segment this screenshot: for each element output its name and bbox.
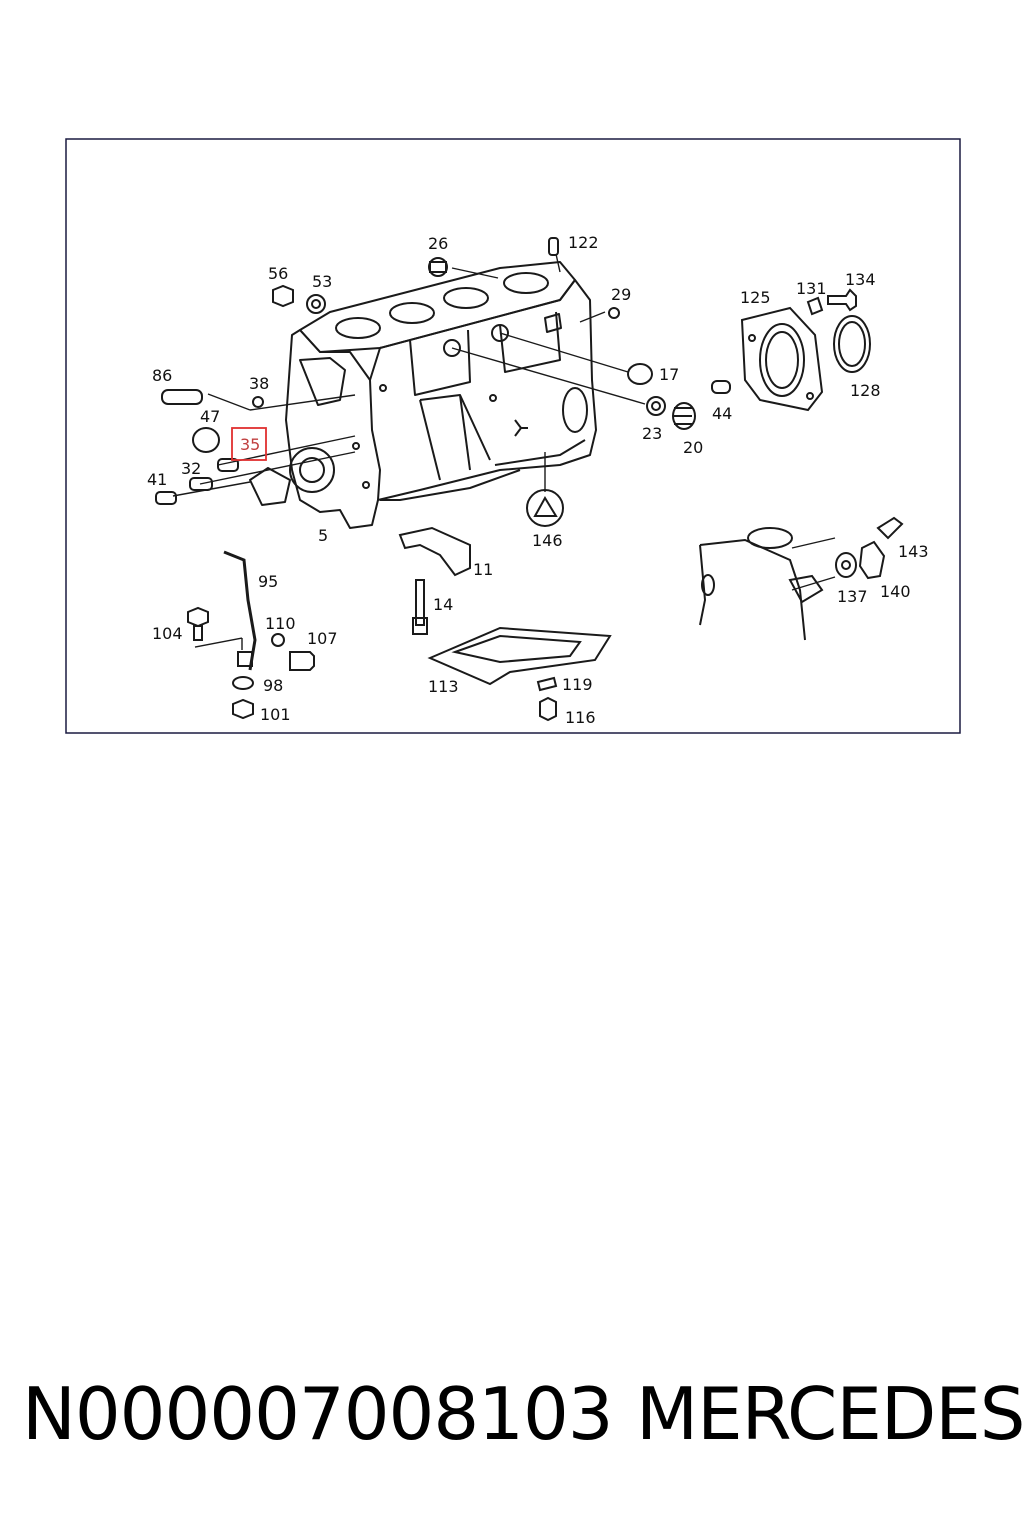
callout-23: 23	[642, 424, 662, 443]
callout-26: 26	[428, 234, 448, 253]
callout-56: 56	[268, 264, 288, 283]
callout-14: 14	[433, 595, 453, 614]
callout-29: 29	[611, 285, 631, 304]
callout-95: 95	[258, 572, 278, 591]
callout-labels: 26 122 56 53 29 125 131 134 86 38 17 128…	[147, 233, 929, 727]
callout-41: 41	[147, 470, 167, 489]
callout-125: 125	[740, 288, 771, 307]
callout-140: 140	[880, 582, 911, 601]
callout-20: 20	[683, 438, 703, 457]
parts-diagram: 26 122 56 53 29 125 131 134 86 38 17 128…	[65, 138, 961, 734]
callout-53: 53	[312, 272, 332, 291]
part-number: N000007008103	[22, 1372, 614, 1456]
callout-116: 116	[565, 708, 596, 727]
callout-11: 11	[473, 560, 493, 579]
callout-113: 113	[428, 677, 459, 696]
callout-104: 104	[152, 624, 183, 643]
callout-17: 17	[659, 365, 679, 384]
caption-bar: N000007008103 MERCEDES	[0, 1372, 1024, 1482]
callout-5: 5	[318, 526, 328, 545]
callout-47: 47	[200, 407, 220, 426]
callout-119: 119	[562, 675, 593, 694]
callout-137: 137	[837, 587, 868, 606]
callout-101: 101	[260, 705, 291, 724]
callout-143: 143	[898, 542, 929, 561]
callout-131: 131	[796, 279, 827, 298]
callout-107: 107	[307, 629, 338, 648]
callout-98: 98	[263, 676, 283, 695]
callout-128: 128	[850, 381, 881, 400]
diagram-frame	[65, 138, 961, 734]
small-parts	[155, 237, 904, 722]
callout-32: 32	[181, 459, 201, 478]
callout-110: 110	[265, 614, 296, 633]
engine-block	[249, 261, 597, 529]
callout-44: 44	[712, 404, 732, 423]
highlight-box-35	[231, 427, 267, 461]
callout-86: 86	[152, 366, 172, 385]
brand-name: MERCEDES	[636, 1372, 1024, 1456]
callout-35: 35	[240, 435, 260, 454]
callout-134: 134	[845, 270, 876, 289]
callout-38: 38	[249, 374, 269, 393]
callout-122: 122	[568, 233, 599, 252]
callout-146: 146	[532, 531, 563, 550]
